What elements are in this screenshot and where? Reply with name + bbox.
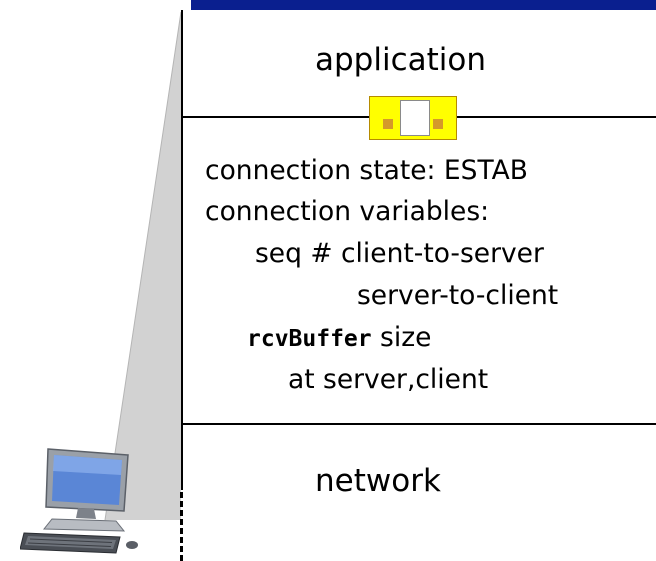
rcvbuffer-size-line: rcvBuffer size (247, 322, 431, 353)
stack-continuation-dashed-line (180, 492, 183, 561)
seq-client-to-server-line: seq # client-to-server (255, 238, 544, 269)
protocol-stack-panel (181, 10, 656, 490)
application-layer-label: application (315, 42, 486, 78)
connection-state-line: connection state: ESTAB (205, 155, 528, 186)
shadow-edge (104, 11, 182, 521)
at-server-client-line: at server,client (288, 364, 489, 395)
socket-right-port (433, 119, 443, 129)
rcvbuffer-size-text: size (371, 322, 432, 353)
network-layer-label: network (315, 463, 441, 499)
rcvbuffer-code: rcvBuffer (247, 326, 372, 352)
socket-icon (369, 96, 457, 140)
desktop-computer-icon (20, 448, 138, 554)
network-divider (181, 423, 656, 425)
server-to-client-line: server-to-client (357, 280, 559, 311)
socket-door (400, 100, 430, 136)
socket-left-port (383, 119, 393, 129)
connection-variables-line: connection variables: (205, 196, 490, 227)
